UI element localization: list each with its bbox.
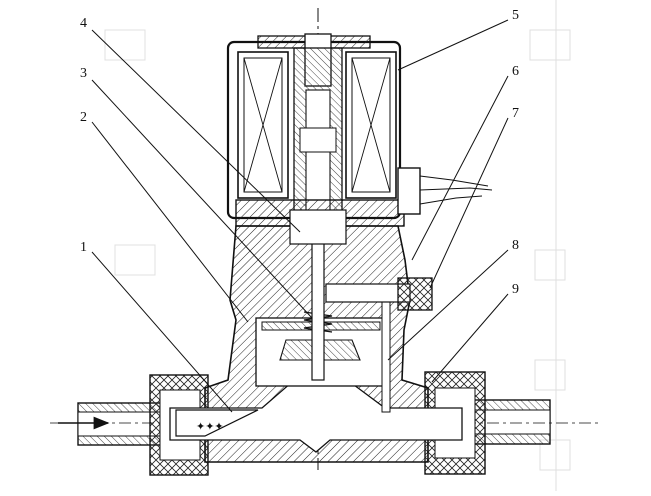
side-port-plug [325,277,433,311]
callout-4: 4 [80,16,87,31]
callout-9: 9 [512,282,519,297]
callout-6: 6 [512,64,519,79]
valve-stem [311,229,325,381]
callout-2: 2 [80,110,87,125]
coil-housing [226,33,405,245]
callout-5: 5 [512,8,519,23]
callout-8: 8 [512,238,519,253]
svg-text:✦✦✦: ✦✦✦ [196,421,224,433]
cable-gland [397,167,493,215]
callout-3: 3 [80,66,87,81]
callout-labels: 1 2 3 4 5 6 7 8 9 [80,8,519,297]
callout-7: 7 [512,106,519,121]
callout-1: 1 [80,240,87,255]
background-ghost-marks [104,0,571,491]
leader-lines [91,19,509,413]
